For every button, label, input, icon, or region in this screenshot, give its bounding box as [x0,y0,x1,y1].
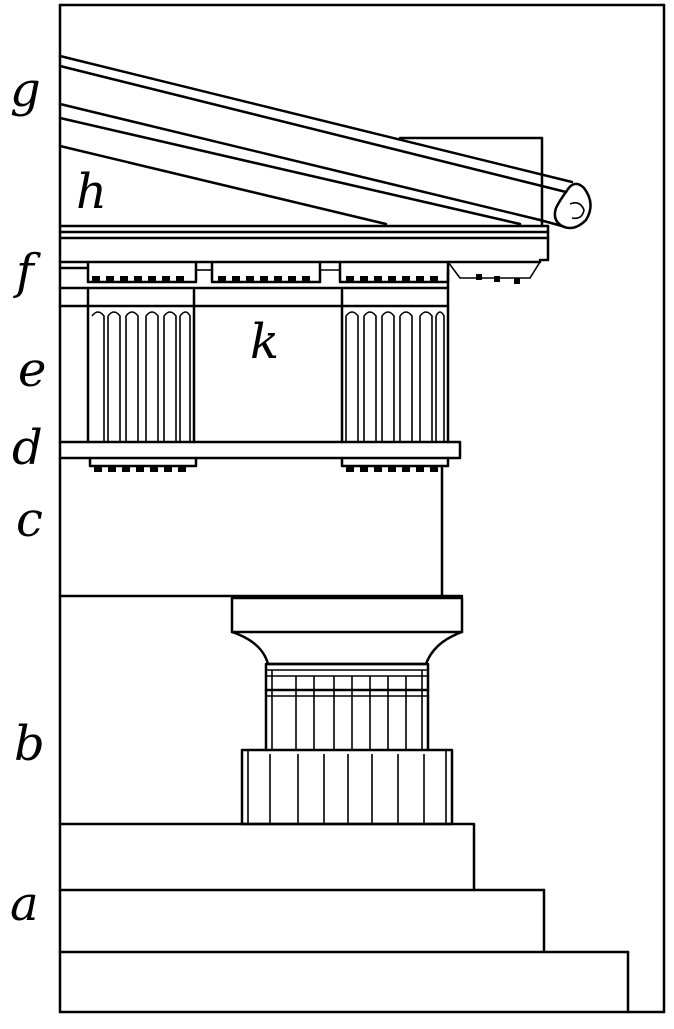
label-e: e [18,342,47,398]
label-a: a [10,876,39,932]
label-b: b [14,716,45,772]
architrave [58,464,464,598]
label-g: g [10,62,41,118]
label-h: h [76,164,107,220]
label-c: c [16,492,43,548]
pediment-raking-cornice [58,54,592,230]
steps-stylobate [58,822,630,1014]
label-d: d [12,420,43,476]
label-f: f [16,244,34,300]
label-k: k [250,314,280,370]
frame [58,3,666,1014]
horizontal-cornice [58,224,550,284]
taenia-regulae [58,440,462,472]
frieze [58,268,450,444]
column-capital [230,596,464,826]
